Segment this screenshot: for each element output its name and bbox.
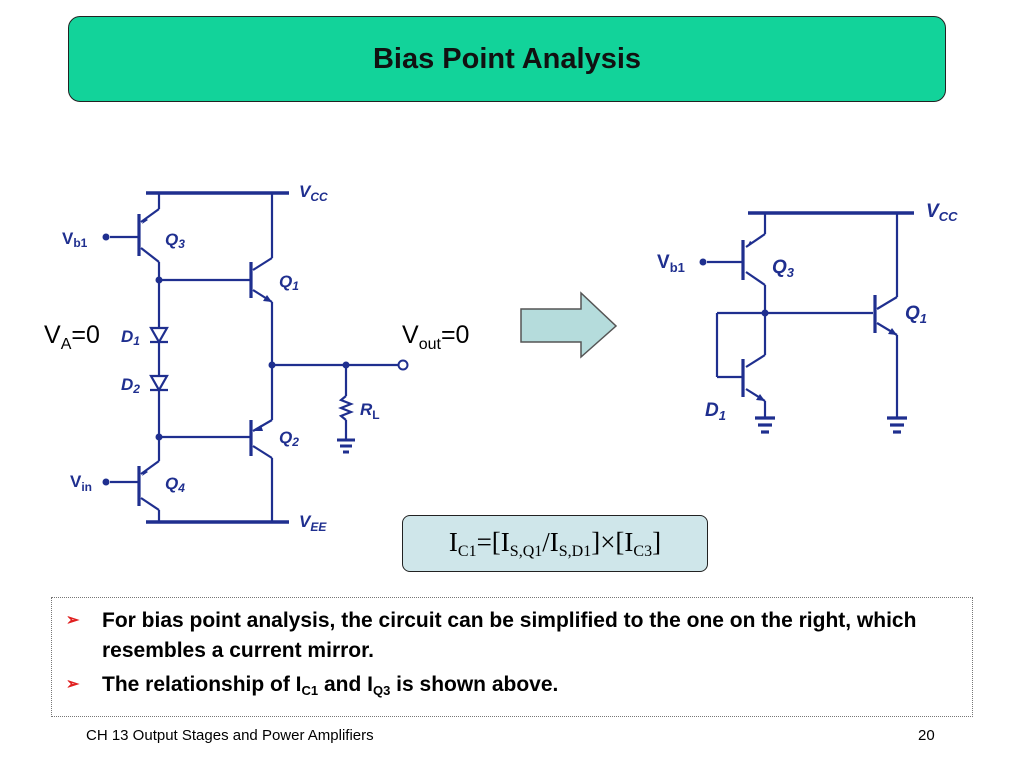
transistor-q4 xyxy=(102,437,161,522)
transistor-q2 xyxy=(249,365,274,522)
footer-chapter: CH 13 Output Stages and Power Amplifiers xyxy=(86,727,374,744)
right-circuit: VCC Vb1 Q3 Q1 D1 xyxy=(657,201,958,434)
vee-label-left: VEE xyxy=(299,512,327,534)
vcc-label-left: VCC xyxy=(299,182,328,204)
q3-label-left: Q3 xyxy=(165,230,185,251)
bullet-text: For bias point analysis, the circuit can… xyxy=(102,609,917,662)
d1-label-left: D1 xyxy=(121,327,140,348)
vb1-label-right: Vb1 xyxy=(657,252,685,275)
q2-label: Q2 xyxy=(279,428,299,449)
d1-label-right: D1 xyxy=(705,400,726,423)
footer-page-number: 20 xyxy=(918,727,935,744)
diode-d2 xyxy=(149,374,169,437)
bullet-item: ➢ For bias point analysis, the circuit c… xyxy=(66,606,962,666)
bullet-arrow-icon: ➢ xyxy=(66,612,80,629)
vb1-label-left: Vb1 xyxy=(62,229,88,250)
transistor-q3-right xyxy=(699,213,767,355)
vout-annotation: Vout=0 xyxy=(402,321,469,353)
rl-label: RL xyxy=(360,400,380,422)
bullet-item: ➢ The relationship of IC1 and IQ3 is sho… xyxy=(66,670,962,706)
bullet-box: ➢ For bias point analysis, the circuit c… xyxy=(51,597,973,717)
formula: IC1=[IS,Q1/IS,D1]×[IC3] xyxy=(448,526,662,560)
left-circuit: VCC VEE Vb1 Vin Q3 Q4 Q1 Q2 D1 D2 RL VA=… xyxy=(44,182,469,534)
vcc-label-right: VCC xyxy=(926,201,958,224)
q3-label-right: Q3 xyxy=(772,257,795,280)
vin-label: Vin xyxy=(70,472,92,494)
va-annotation: VA=0 xyxy=(44,321,100,353)
bullet-text: The relationship of IC1 and IQ3 is shown… xyxy=(102,673,559,698)
transistor-q1-right xyxy=(873,213,907,434)
formula-box: IC1=[IS,Q1/IS,D1]×[IC3] xyxy=(402,515,708,572)
slide-title: Bias Point Analysis xyxy=(372,42,642,75)
q4-label: Q4 xyxy=(165,474,185,495)
transistor-q1 xyxy=(249,193,274,365)
d2-label: D2 xyxy=(121,375,140,396)
title-banner: Bias Point Analysis xyxy=(68,16,946,102)
q1-label-left: Q1 xyxy=(279,272,299,293)
resistor-rl xyxy=(337,365,355,454)
q1-label-right: Q1 xyxy=(905,303,927,326)
transistor-d1 xyxy=(715,313,775,434)
bullet-arrow-icon: ➢ xyxy=(66,676,80,693)
transistor-q3 xyxy=(102,193,161,280)
transform-arrow xyxy=(520,291,618,359)
diode-d1 xyxy=(149,280,169,376)
